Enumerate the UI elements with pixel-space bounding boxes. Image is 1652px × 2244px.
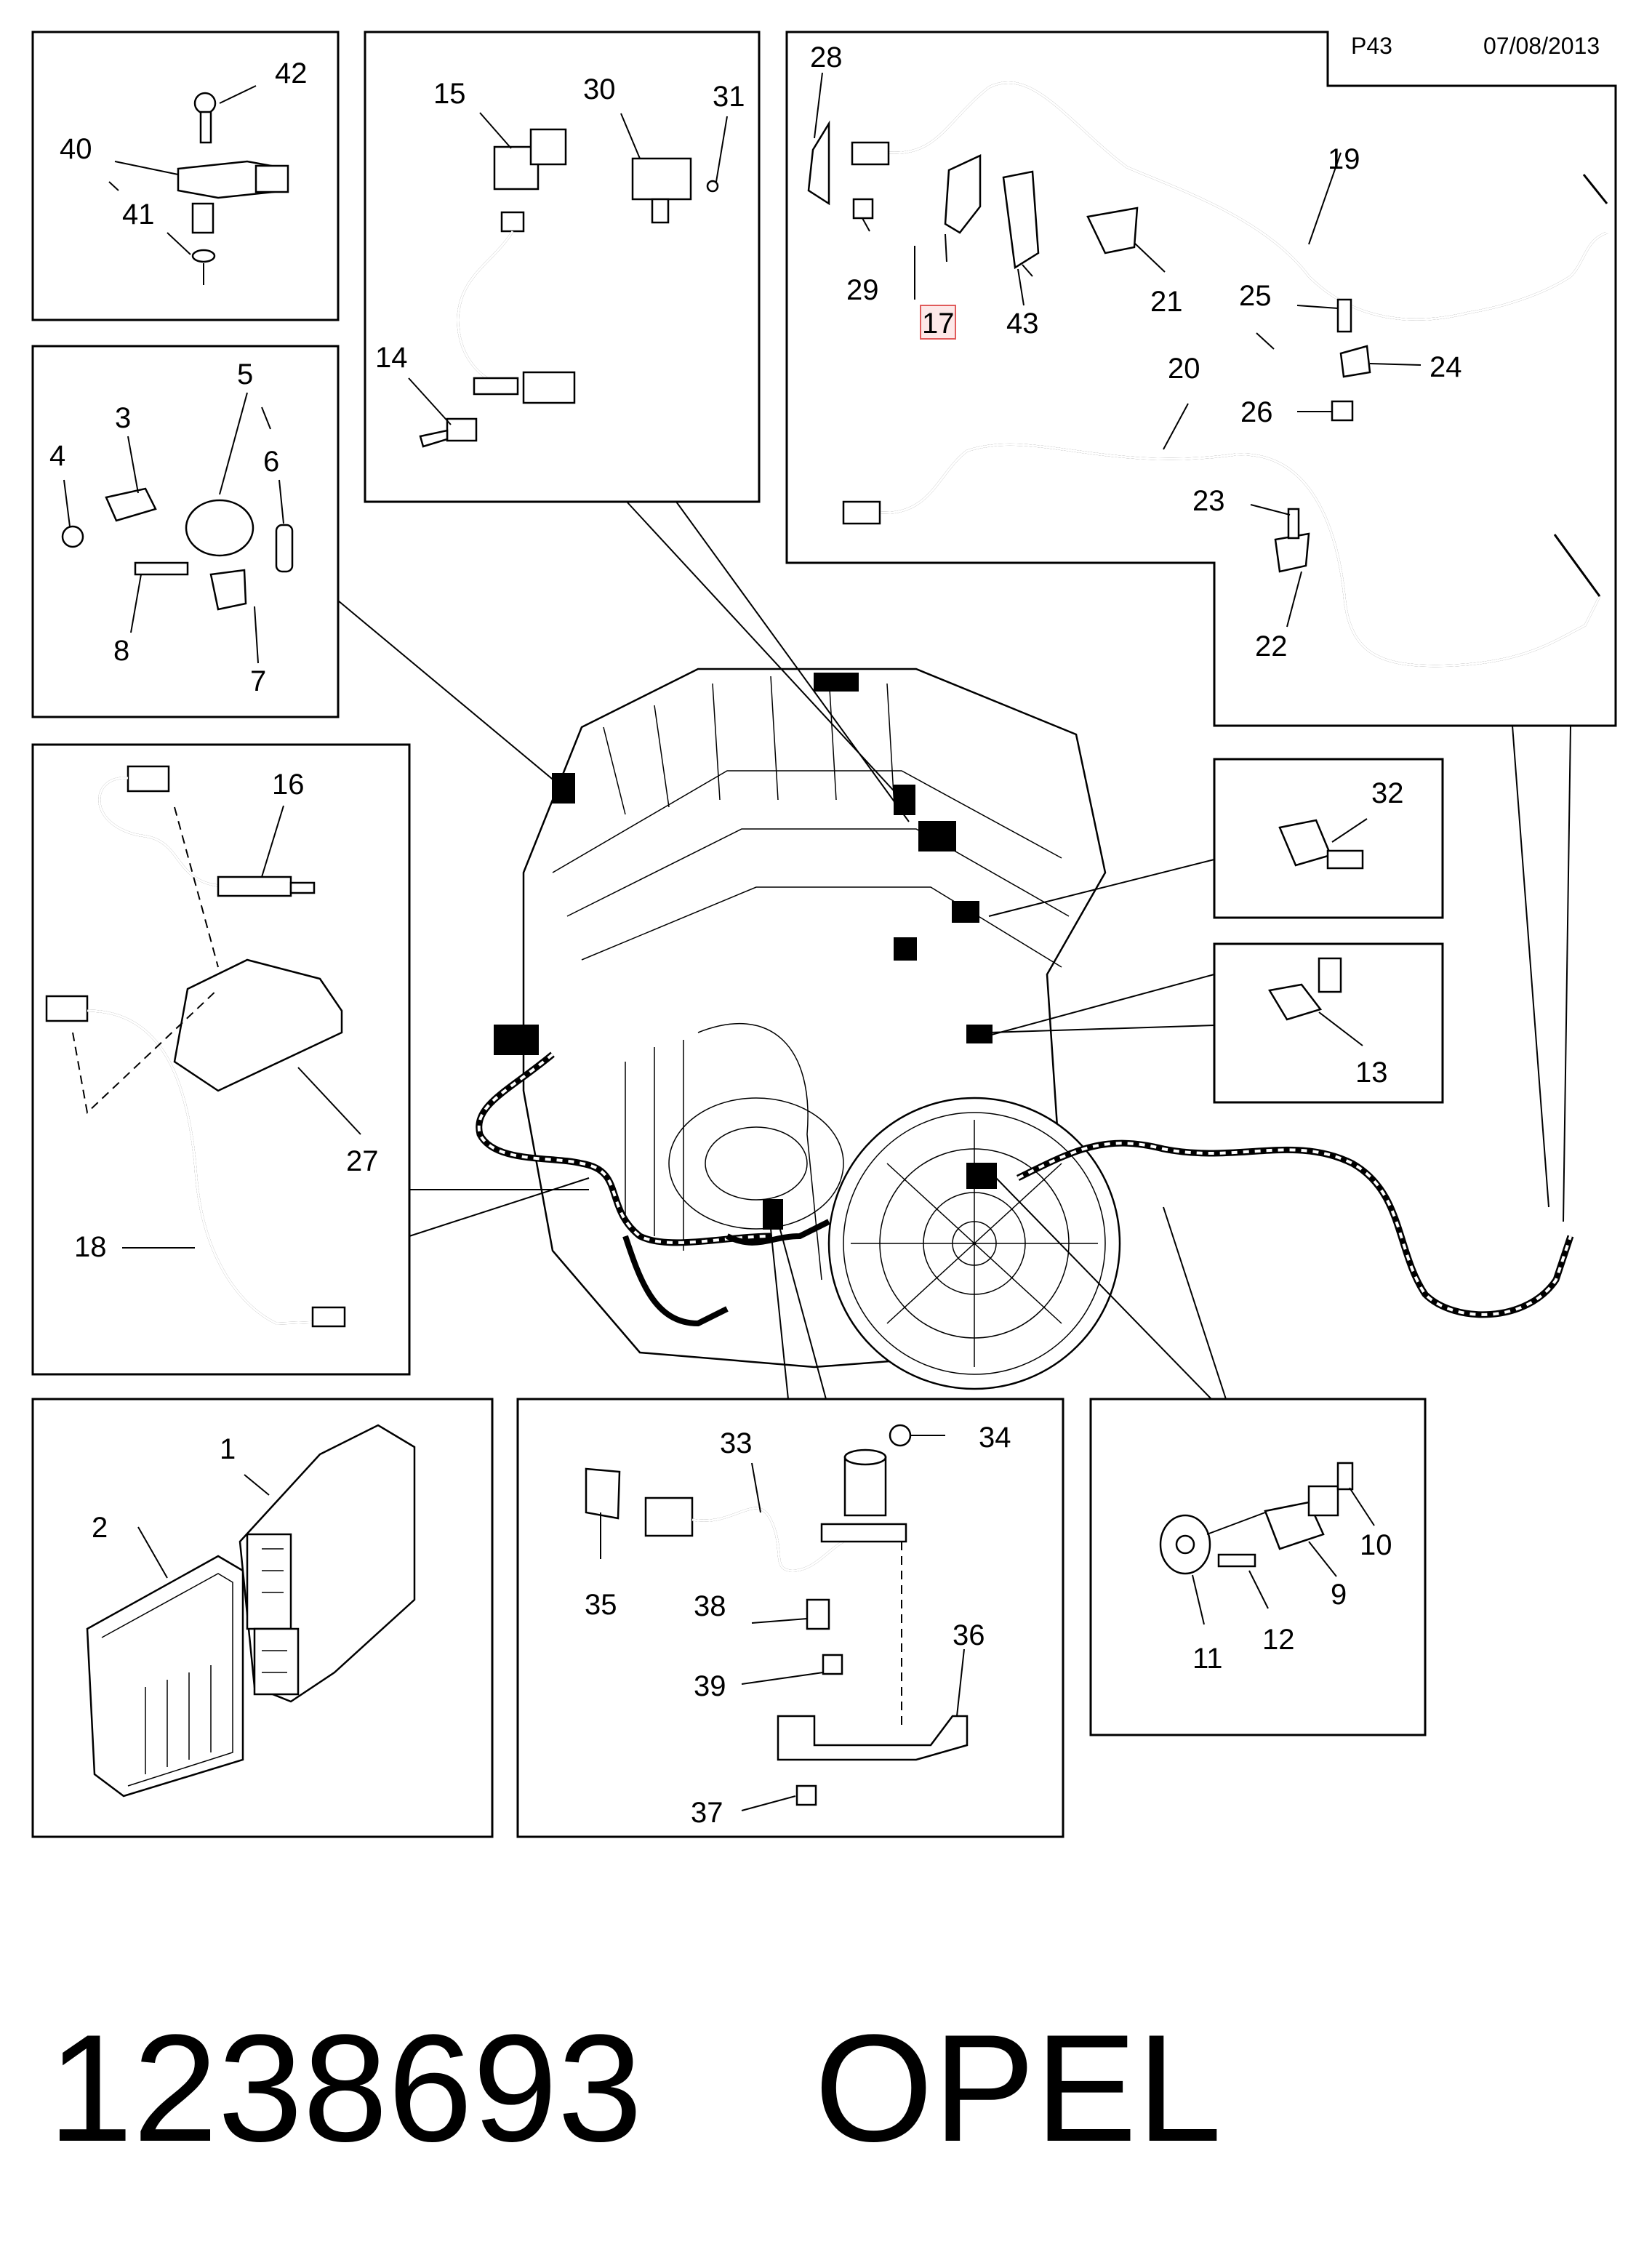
connector-18 <box>45 995 89 1022</box>
callout-38: 38 <box>694 1590 726 1622</box>
panel-exhaust-temp-sensors: 17 28 29 43 21 19 25 24 26 20 23 22 <box>785 31 1617 727</box>
part-number: 1238693 <box>48 2003 643 2173</box>
bracket-22 <box>1274 532 1310 573</box>
callout-16: 16 <box>272 769 305 801</box>
callout-3: 3 <box>115 402 131 434</box>
bracket-43 <box>1002 170 1040 270</box>
callout-25: 25 <box>1239 280 1272 312</box>
bracket-27 <box>173 958 343 1092</box>
temperature-sensor-13 <box>1267 983 1323 1021</box>
callout-34: 34 <box>979 1422 1011 1454</box>
bracket-36 <box>777 1715 969 1761</box>
bracket-38 <box>806 1598 830 1630</box>
panel-oxygen-sensors: 16 27 18 <box>31 743 411 1376</box>
brand-name: OPEL <box>814 2003 1222 2173</box>
callout-8: 8 <box>113 635 129 667</box>
callout-5: 5 <box>237 358 253 390</box>
bracket-28 <box>807 120 830 206</box>
panel-sensor-harness: 15 30 31 14 <box>364 31 761 503</box>
callout-15: 15 <box>433 78 466 110</box>
ecm-module-2 <box>86 1555 244 1798</box>
nut-34 <box>889 1424 912 1447</box>
callout-35: 35 <box>585 1589 617 1621</box>
bolt-23 <box>1287 508 1300 540</box>
callout-11: 11 <box>1192 1643 1223 1675</box>
panel-map-sensor: 42 40 41 <box>31 31 340 321</box>
callout-14: 14 <box>375 342 408 374</box>
bolt-25 <box>1336 298 1352 333</box>
callout-22: 22 <box>1255 630 1288 662</box>
solenoid-body <box>843 1456 887 1517</box>
callout-31: 31 <box>713 81 745 113</box>
callout-24: 24 <box>1430 351 1462 383</box>
seal-6 <box>275 524 294 573</box>
callout-20: 20 <box>1168 353 1200 385</box>
bracket-21 <box>1086 207 1139 255</box>
panel-camshaft-sensor: 5 3 6 4 8 7 <box>31 345 340 718</box>
callout-10: 10 <box>1360 1529 1392 1561</box>
callout-32: 32 <box>1371 777 1404 809</box>
engine-assembly <box>476 668 1574 1390</box>
callout-13: 13 <box>1355 1057 1388 1089</box>
callout-33: 33 <box>720 1427 753 1459</box>
page-code: P43 <box>1351 33 1392 59</box>
callout-4: 4 <box>49 440 65 472</box>
callout-30: 30 <box>583 73 616 105</box>
callout-28: 28 <box>810 41 843 73</box>
panel-oil-pressure-switch: 32 <box>1213 758 1444 919</box>
callout-21: 21 <box>1150 286 1183 318</box>
bolt-12 <box>1217 1553 1256 1568</box>
cam-sensor-3 <box>105 487 157 522</box>
callout-18: 18 <box>74 1231 107 1263</box>
sensor-15-part <box>493 128 567 233</box>
panel-speed-sensor: 10 9 12 11 <box>1089 1398 1427 1736</box>
sensor-ring-5 <box>185 499 254 557</box>
callout-17-highlight <box>920 305 956 340</box>
bolt-39 <box>822 1654 843 1675</box>
callout-37: 37 <box>691 1797 723 1829</box>
map-sensor-part <box>177 92 289 285</box>
callout-7: 7 <box>250 665 266 697</box>
callout-6: 6 <box>263 446 279 478</box>
callout-39: 39 <box>694 1670 726 1702</box>
callout-12: 12 <box>1262 1624 1295 1656</box>
bolt-37 <box>795 1784 817 1806</box>
panel-solenoid: 33 34 35 38 36 39 37 <box>516 1398 1064 1838</box>
nut-29 <box>852 198 874 220</box>
callout-36: 36 <box>953 1619 985 1651</box>
callout-29: 29 <box>846 274 879 306</box>
callout-41: 41 <box>122 199 155 231</box>
callout-23: 23 <box>1192 485 1225 517</box>
callout-9: 9 <box>1331 1579 1347 1611</box>
callout-27: 27 <box>346 1145 379 1177</box>
o2-sensor-18 <box>311 1306 346 1328</box>
bracket-17 <box>944 154 982 234</box>
bracket-24 <box>1339 345 1371 378</box>
panel-ecm: 1 2 <box>31 1398 494 1838</box>
panel-temperature-sensor: 13 <box>1213 942 1444 1104</box>
sensor-30-part <box>631 157 719 224</box>
o2-sensor-16 <box>217 875 292 897</box>
callout-42: 42 <box>275 57 308 89</box>
callout-17: 17 <box>922 308 955 340</box>
sensor-14-part <box>419 371 576 448</box>
bracket-7 <box>209 569 247 611</box>
bolt-10 <box>1336 1462 1354 1491</box>
callout-26: 26 <box>1240 396 1273 428</box>
oil-pressure-switch-32 <box>1278 819 1332 867</box>
callout-40: 40 <box>60 133 92 165</box>
bracket-35 <box>585 1467 621 1520</box>
connector-33 <box>644 1496 694 1537</box>
callout-2: 2 <box>92 1512 108 1544</box>
callout-19: 19 <box>1328 143 1360 175</box>
nut-26 <box>1331 400 1354 422</box>
callout-1: 1 <box>220 1433 236 1465</box>
callout-43: 43 <box>1006 308 1039 340</box>
bolt-4 <box>61 525 84 548</box>
page-date: 07/08/2013 <box>1483 33 1600 59</box>
panel-leaders <box>337 501 1571 1400</box>
bolt-8 <box>134 561 189 576</box>
connector-16 <box>127 765 170 793</box>
